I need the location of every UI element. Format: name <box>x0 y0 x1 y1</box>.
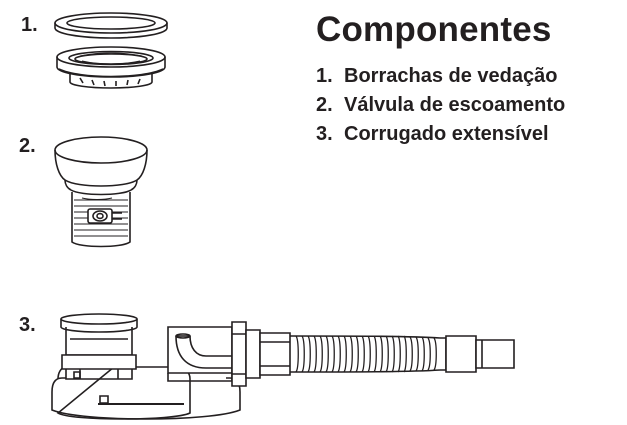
list-item-number: 1. <box>316 65 333 87</box>
list-item: 2. Válvula de escoamento <box>316 91 565 120</box>
components-list: 1. Borrachas de vedação 2. Válvula de esco… <box>316 62 565 149</box>
list-item-label: Corrugado extensível <box>344 123 549 145</box>
list-item-number: 2. <box>316 94 333 116</box>
figure-label-2: 2. <box>19 135 36 157</box>
page-title: Componentes <box>316 10 552 49</box>
figure-label-3: 3. <box>19 314 36 336</box>
threaded-ring <box>57 47 165 88</box>
extensible-corrugated-illustration <box>52 314 514 419</box>
list-item-number: 3. <box>316 123 333 145</box>
flat-gasket-ring <box>55 13 167 38</box>
list-item: 1. Borrachas de vedação <box>316 62 565 91</box>
drain-valve-illustration <box>55 137 147 247</box>
figure-label-1: 1. <box>21 14 38 36</box>
list-item-label: Borrachas de vedação <box>344 65 558 87</box>
list-item-label: Válvula de escoamento <box>344 94 566 116</box>
list-item: 3. Corrugado extensível <box>316 120 565 149</box>
